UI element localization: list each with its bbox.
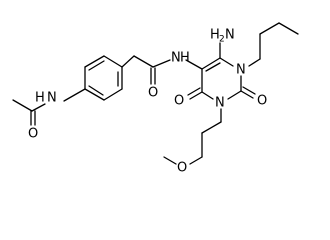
atom-label-amide-n: N bbox=[171, 51, 181, 66]
atom-label-amide-o: O bbox=[148, 86, 158, 101]
bond-n3-c4 bbox=[201, 91, 214, 100]
bond-ring-to-ch2 bbox=[121, 55, 135, 68]
chemical-structure-diagram: H N O O N H H 2 N N O N O O bbox=[12, 22, 299, 176]
bond-nh-to-c5 bbox=[185, 59, 203, 70]
bond-c2-o-1 bbox=[240, 90, 254, 99]
bond-butyl-3 bbox=[259, 22, 280, 35]
bond-nh-to-carbonyl bbox=[31, 103, 46, 112]
bond-lines bbox=[12, 22, 299, 165]
bond-benzene-inner-1 bbox=[88, 60, 105, 71]
bond-benzene-2 bbox=[103, 55, 123, 68]
atom-label-amino-n: N bbox=[225, 28, 235, 43]
atom-label-acetyl-o: O bbox=[28, 127, 38, 142]
bond-c4-o-1 bbox=[189, 91, 203, 100]
bond-c5-c6-b bbox=[205, 62, 221, 72]
bond-c4-o-2 bbox=[187, 87, 201, 96]
atom-label-ring-o4: O bbox=[174, 94, 184, 109]
atom-label-methoxy-o: O bbox=[177, 161, 187, 176]
bond-ring-to-nh bbox=[63, 88, 86, 102]
atom-label-acetyl-n: N bbox=[47, 91, 57, 106]
bond-benzene-inner-3 bbox=[88, 85, 104, 96]
bond-c2-o-2 bbox=[242, 86, 256, 95]
bond-acetyl-methyl bbox=[12, 99, 33, 112]
atom-label-ring-n3: N bbox=[215, 96, 225, 111]
bond-butyl-1 bbox=[248, 58, 261, 67]
atom-label-amino-subscript: 2 bbox=[219, 35, 225, 45]
bond-carbonyl-to-nh bbox=[152, 59, 171, 68]
bond-benzene-1 bbox=[84, 55, 105, 68]
bond-c5-c6-a bbox=[201, 57, 221, 70]
bond-c6-n1 bbox=[219, 57, 234, 67]
bond-ch2-to-carbonyl bbox=[133, 55, 154, 68]
atom-labels: H N O O N H H 2 N N O N O O bbox=[28, 28, 267, 176]
bond-benzene-5 bbox=[84, 88, 105, 101]
bond-methoxy-methyl bbox=[163, 156, 177, 165]
atom-label-ring-o2: O bbox=[257, 94, 267, 109]
bond-ethyl-2 bbox=[201, 121, 222, 134]
bond-c2-n3 bbox=[227, 90, 242, 100]
atom-label-acetyl-h: H bbox=[35, 91, 45, 106]
bond-ether-o bbox=[189, 156, 203, 165]
atom-label-amide-h: H bbox=[180, 51, 190, 66]
bond-butyl-4 bbox=[278, 22, 299, 35]
atom-label-amino-h: H bbox=[210, 28, 220, 43]
bond-benzene-4 bbox=[103, 88, 123, 101]
atom-label-ring-n1: N bbox=[236, 63, 246, 78]
